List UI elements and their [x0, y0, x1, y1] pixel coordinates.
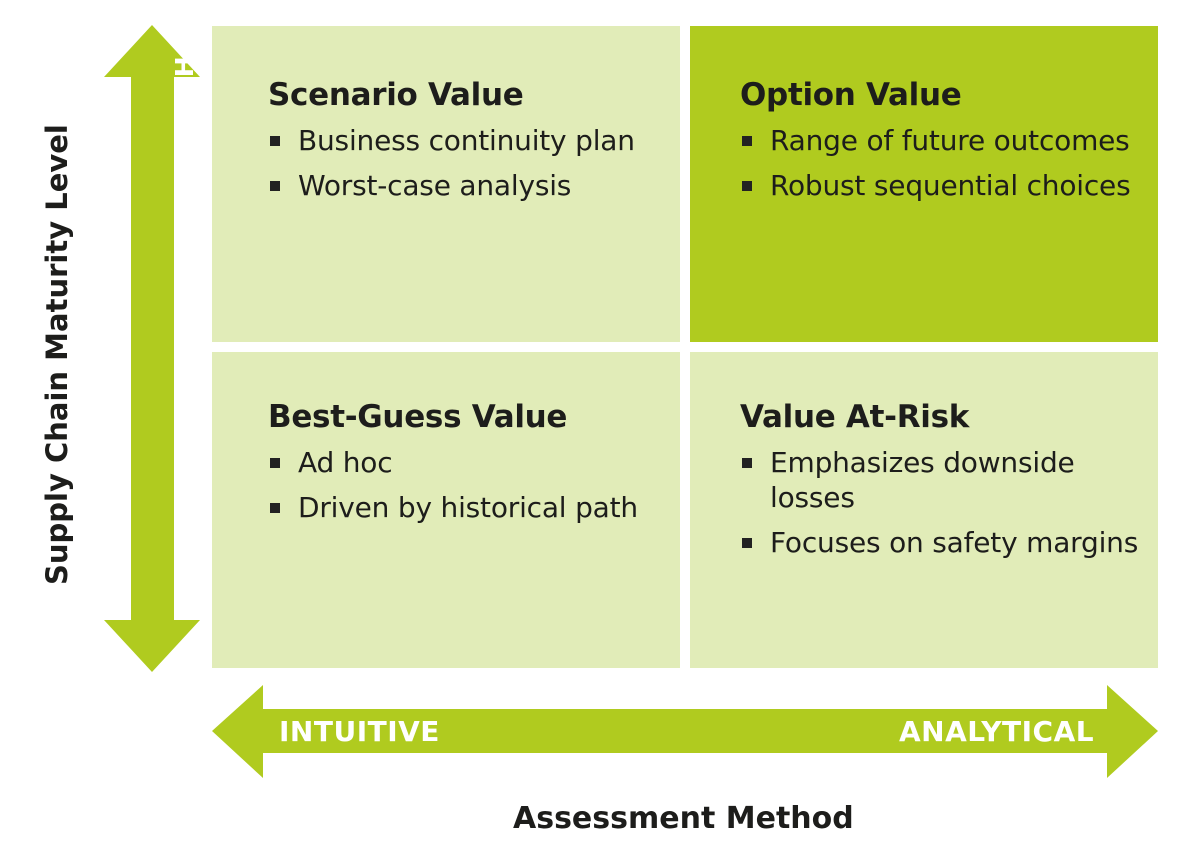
bullet-square-icon	[742, 538, 752, 548]
quadrant-list: Range of future outcomes Robust sequenti…	[740, 123, 1158, 203]
quadrant-title: Value At-Risk	[740, 399, 970, 435]
list-item: Range of future outcomes	[740, 123, 1158, 158]
quadrant-title: Best-Guess Value	[268, 399, 568, 435]
quadrant-top-left-bg	[212, 26, 680, 342]
list-item: Focuses on safety margins	[740, 525, 1158, 560]
intuitive-label: INTUITIVE	[279, 715, 440, 748]
list-item: Robust sequential choices	[740, 168, 1158, 203]
bullet-square-icon	[270, 503, 280, 513]
quadrant-list: Emphasizes downside losses Focuses on sa…	[740, 445, 1158, 560]
quadrant-list: Ad hoc Driven by historical path	[268, 445, 680, 525]
high-label: HIGH	[170, 55, 199, 131]
quadrant-title: Option Value	[740, 77, 962, 113]
x-axis-title: Assessment Method	[513, 801, 854, 836]
bullet-square-icon	[270, 136, 280, 146]
vertical-arrow-shape	[104, 25, 200, 672]
bullet-square-icon	[270, 181, 280, 191]
bullet-square-icon	[270, 458, 280, 468]
quadrant-scenario-value: Scenario Value Business continuity plan …	[212, 80, 680, 213]
quadrant-top-right-bg	[690, 26, 1158, 342]
quadrant-best-guess-value: Best-Guess Value Ad hoc Driven by histor…	[212, 402, 680, 535]
list-item: Ad hoc	[268, 445, 680, 480]
horizontal-arrow-shape	[212, 685, 1158, 778]
quadrant-bottom-left-bg	[212, 352, 680, 668]
bullet-square-icon	[742, 181, 752, 191]
bullet-square-icon	[742, 136, 752, 146]
quadrant-option-value: Option Value Range of future outcomes Ro…	[690, 80, 1158, 213]
quadrant-list: Business continuity plan Worst-case anal…	[268, 123, 680, 203]
list-item: Driven by historical path	[268, 490, 680, 525]
y-axis-title: Supply Chain Maturity Level	[40, 124, 74, 585]
quadrant-value-at-risk: Value At-Risk Emphasizes downside losses…	[690, 402, 1158, 570]
quadrant-title: Scenario Value	[268, 77, 524, 113]
bullet-square-icon	[742, 458, 752, 468]
list-item: Emphasizes downside losses	[740, 445, 1158, 515]
low-label: LOW	[170, 535, 199, 602]
list-item: Business continuity plan	[268, 123, 680, 158]
analytical-label: ANALYTICAL	[899, 715, 1095, 748]
list-item: Worst-case analysis	[268, 168, 680, 203]
quadrant-bottom-right-bg	[690, 352, 1158, 668]
